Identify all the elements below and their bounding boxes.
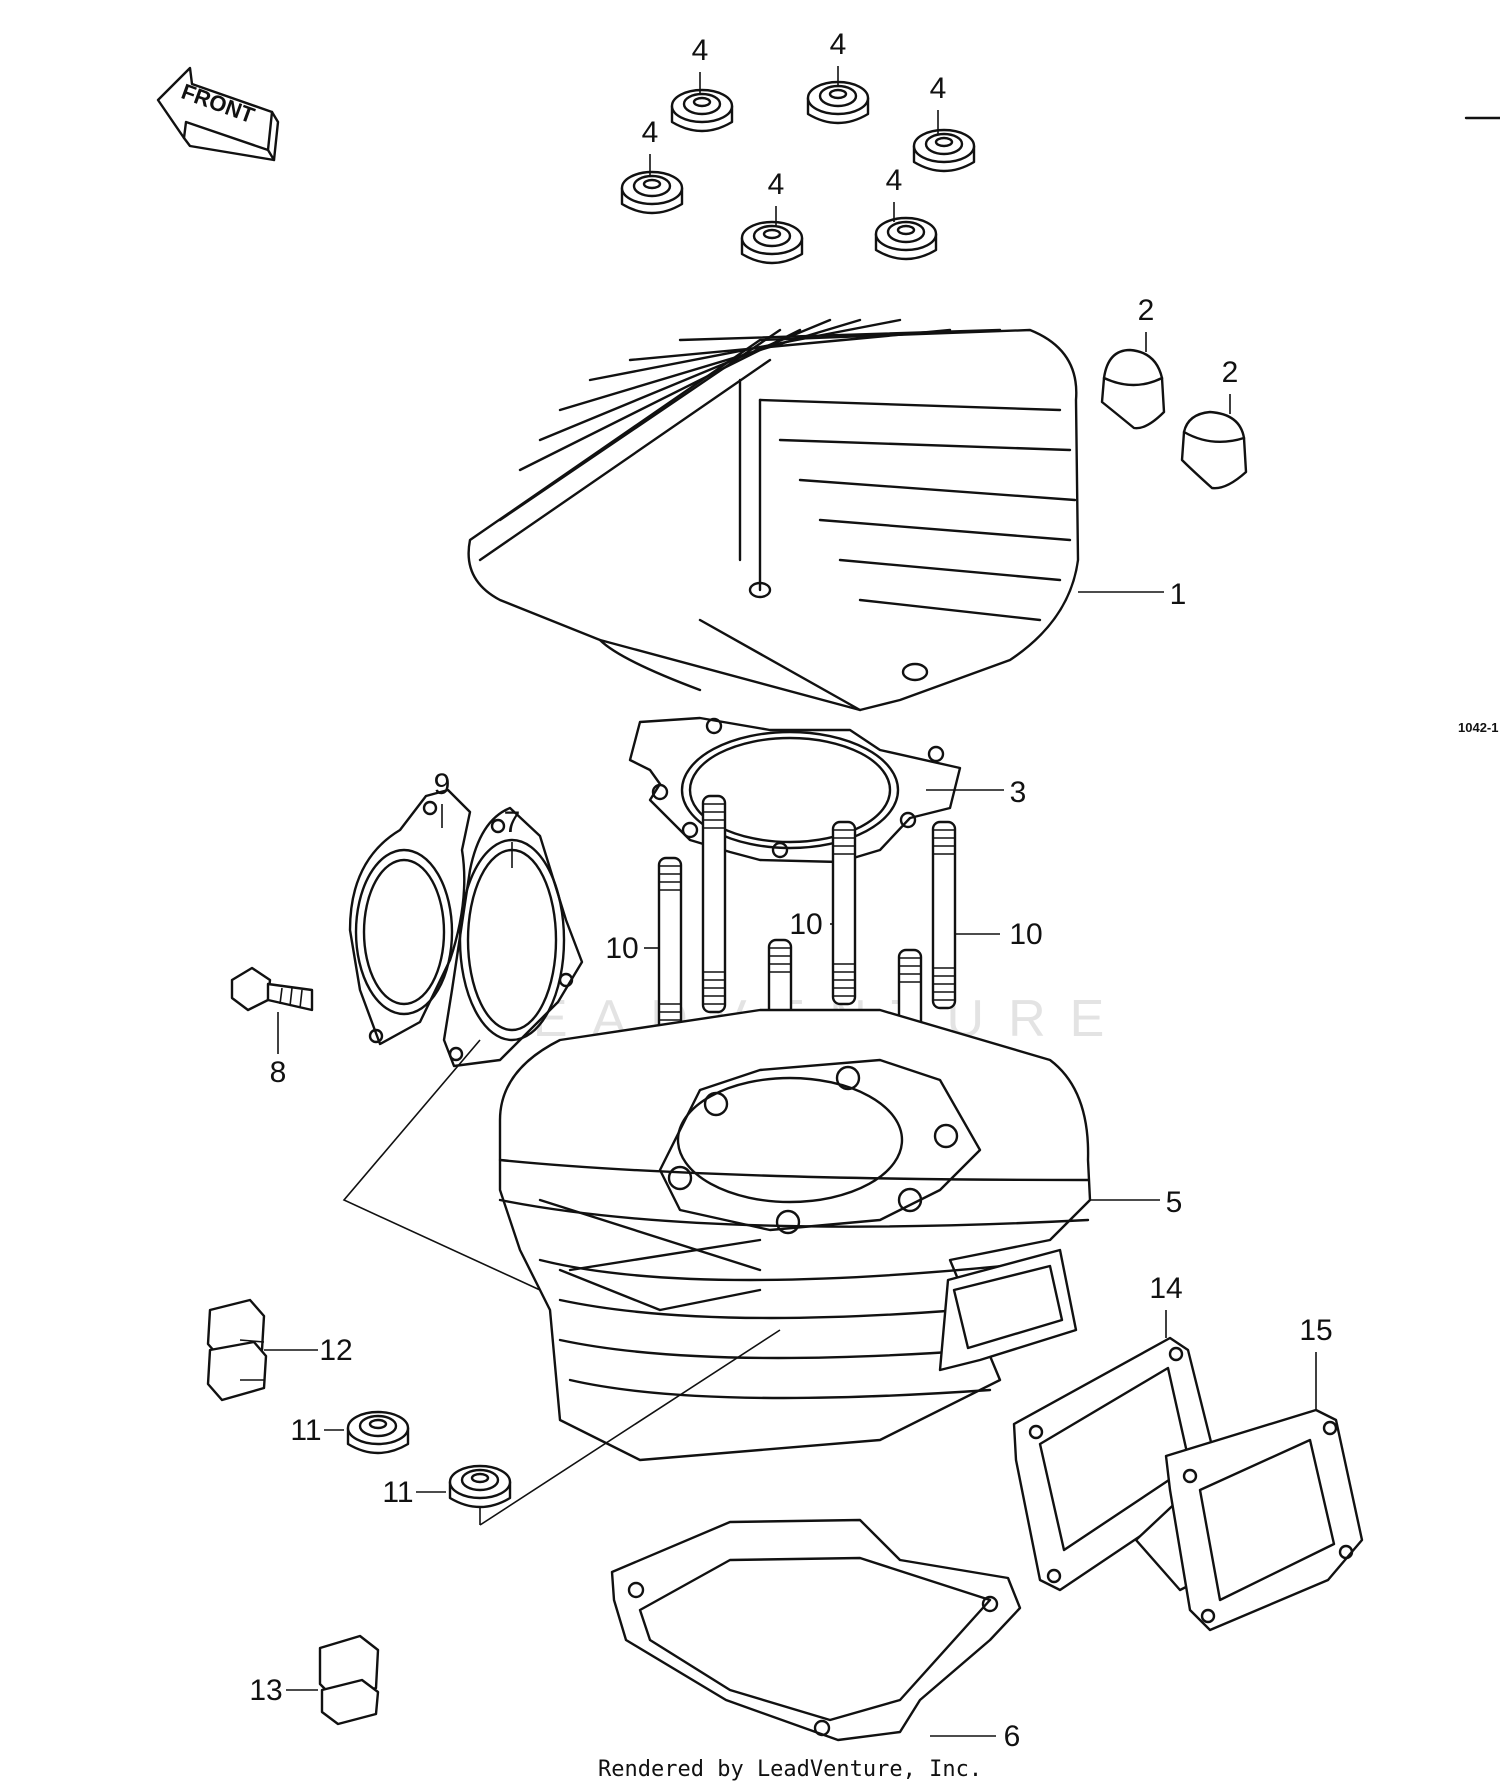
callout-stud-right: 10: [956, 918, 1043, 951]
front-arrow-icon: FRONT: [156, 66, 280, 162]
callout-label: 8: [270, 1056, 287, 1089]
callout-nut-top-a: 4: [692, 34, 709, 94]
cylinder-head: [467, 318, 1080, 712]
head-gasket: [628, 716, 962, 864]
nut-low-a: [346, 1410, 410, 1455]
callout-reed-valve: 15: [1299, 1314, 1333, 1410]
callout-cap-b: 2: [1222, 356, 1239, 414]
stud-1: [657, 856, 683, 1046]
nut-mid-a: [620, 170, 684, 215]
callout-label: 4: [930, 72, 947, 105]
base-gasket: [610, 1518, 1022, 1742]
callout-stud-mid: 10: [789, 908, 834, 941]
callout-label: 12: [319, 1334, 352, 1367]
callout-cap-stack: 12: [264, 1334, 353, 1367]
nut-top-c: [912, 128, 976, 173]
nut-top-b: [806, 80, 870, 125]
callout-label: 4: [768, 168, 785, 201]
callout-head-gasket: 3: [926, 776, 1026, 809]
nut-low-b: [448, 1464, 512, 1509]
callout-base-gasket: 6: [930, 1720, 1020, 1753]
callout-flange: 9: [434, 768, 451, 828]
callout-label: 9: [434, 768, 451, 801]
callout-label: 4: [642, 116, 659, 149]
flange-gasket: [442, 806, 584, 1068]
callout-label: 3: [1010, 776, 1027, 809]
callout-nut-low-a: 11: [290, 1414, 344, 1447]
stud-6: [931, 820, 957, 1010]
callout-cap-small: 13: [249, 1674, 318, 1707]
stud-4: [831, 820, 857, 1006]
reed-valve: [1134, 1408, 1364, 1632]
callout-stud-left: 10: [605, 932, 660, 965]
callout-cylinder: 5: [1090, 1186, 1182, 1219]
nut-mid-b: [740, 220, 804, 265]
leader-flange-to-cylinder: [342, 1039, 541, 1291]
callout-label: 5: [1166, 1186, 1183, 1219]
callout-label: 2: [1138, 294, 1155, 327]
callout-label: 1: [1170, 578, 1187, 611]
callout-label: 11: [382, 1476, 413, 1509]
rubber-cap-stack: [206, 1298, 268, 1402]
bolt: [230, 966, 314, 1012]
callout-label: 13: [249, 1674, 282, 1707]
callout-label: 14: [1149, 1272, 1182, 1305]
callout-flange-gasket: 7: [504, 806, 521, 868]
callout-label: 10: [1009, 918, 1042, 951]
stud-2: [701, 794, 727, 1014]
callout-label: 10: [605, 932, 638, 965]
diagram-code: 1042-1: [1458, 720, 1498, 735]
callout-label: 7: [504, 806, 521, 839]
callout-cap-a: 2: [1138, 294, 1155, 352]
callout-cylinder-head: 1: [1078, 578, 1186, 611]
callout-nut-mid-c: 4: [886, 164, 903, 222]
callout-nut-top-b: 4: [830, 28, 847, 86]
callout-label: 11: [290, 1414, 321, 1447]
nut-mid-c: [874, 216, 938, 261]
callout-label: 2: [1222, 356, 1239, 389]
footer-credit: Rendered by LeadVenture, Inc.: [598, 1757, 982, 1782]
callout-label: 4: [692, 34, 709, 67]
callout-nut-mid-b: 4: [768, 168, 785, 226]
callout-label: 6: [1004, 1720, 1021, 1753]
callout-label: 10: [789, 908, 822, 941]
rubber-cap-a: [1100, 348, 1166, 430]
callout-label: 4: [830, 28, 847, 61]
nut-top-a: [670, 88, 734, 133]
intake-flange: [348, 788, 472, 1046]
callout-label: 4: [886, 164, 903, 197]
callout-nut-low-b: 11: [382, 1476, 446, 1509]
rubber-cap-b: [1180, 410, 1248, 490]
rubber-cap-small: [318, 1634, 380, 1726]
callout-nut-mid-a: 4: [642, 116, 659, 176]
callout-nut-top-c: 4: [930, 72, 947, 134]
callout-reed-gasket: 14: [1149, 1272, 1183, 1338]
cylinder: [498, 1008, 1092, 1462]
callout-label: 15: [1299, 1314, 1332, 1347]
callout-bolt: 8: [270, 1012, 287, 1089]
